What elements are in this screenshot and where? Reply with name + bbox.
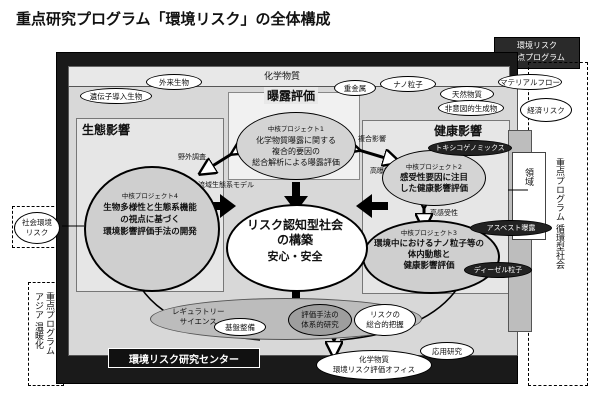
core-project-1-label: 中核プロジェクト1 [267, 125, 325, 133]
arrow-ecology-to-center [204, 194, 236, 218]
oval-alien-species: 外来生物 [146, 74, 202, 90]
right-program-line1: 重点プログラム [554, 158, 564, 221]
oval-infrastructure: 基盤整備 [214, 318, 266, 336]
oval-risk-overview: リスクの 総合的把握 [354, 304, 416, 336]
core-project-3-label: 中核プロジェクト3 [400, 229, 458, 237]
program-label-line1: 環境リスク [517, 41, 557, 50]
oval-heavy-metal: 重金属 [334, 80, 376, 96]
oval-eval-method: 評価手法の 体系的研究 [288, 304, 352, 336]
label-high-sensitivity: 高感受性 [430, 209, 458, 217]
exposure-title: 曝露評価 [264, 87, 319, 104]
oval-eval-method-1: 評価手法の [301, 310, 339, 319]
oval-gmo: 遺伝子導入生物 [80, 88, 152, 104]
core-project-2: 中核プロジェクト2 感受性要因に注目 した健康影響評価 [382, 150, 486, 206]
core-project-3-text: 中核プロジェクト3 環境中におけるナノ粒子等の 体内動態と 健康影響評価 [362, 228, 496, 272]
core-project-1-line2: 複合的要因の [272, 147, 320, 156]
oval-social-risk-1: 社会環境 [22, 218, 52, 227]
label-high-exposure: 高曝露 [370, 167, 391, 175]
oval-material-flow: マテリアルフロー [498, 74, 562, 90]
oval-assessment-office: 化学物質 環境リスク評価オフィス [316, 350, 432, 380]
core-project-1-line1: 化学物質曝露に関する [256, 136, 336, 145]
core-project-4-line1: 生物多様性と生態系機能 [103, 203, 197, 213]
label-complex-effects: 複合影響 [358, 135, 386, 143]
band-label-chemicals: 化学物質 [264, 72, 301, 82]
oval-asbestos: アスベスト曝露 [470, 220, 552, 236]
center-circle [226, 204, 368, 292]
arrow-exposure-to-center [284, 182, 308, 212]
center-line1: リスク認知型社会 [246, 218, 343, 232]
research-center-label: 環境リスク研究センター [108, 348, 260, 368]
oval-applied-research: 応用研究 [420, 342, 474, 360]
core-project-3-line1: 環境中におけるナノ粒子等の [373, 239, 485, 249]
oval-nano: ナノ粒子 [380, 76, 436, 92]
oval-assessment-office-2: 環境リスク評価オフィス [332, 365, 416, 374]
left-program-label: 重点プログラム アジア 温暖化 [32, 292, 54, 382]
core-project-4-line2: の視点に基づく [120, 215, 180, 225]
health-title: 健康影響 [434, 124, 483, 138]
core-project-4 [84, 166, 220, 292]
oval-unintended: 非意図的生成物 [438, 100, 504, 116]
domain-label: 領域 [523, 168, 533, 186]
left-program-line1: 重点プログラム [44, 292, 54, 355]
center-line3: 安心・安全 [267, 250, 323, 263]
left-program-line3: 温暖化 [33, 321, 43, 349]
oval-diesel: ディーゼル粒子 [464, 262, 532, 278]
core-project-1: 中核プロジェクト1 化学物質曝露に関する 複合的要因の 総合解析による曝露評価 [236, 112, 356, 180]
center-line2: の構築 [276, 233, 313, 247]
oval-toxicogenomics: トキシコゲノミックス [428, 140, 512, 156]
oval-risk-overview-1: リスクの [370, 310, 400, 319]
oval-economic-risk: 経済リスク [520, 98, 572, 122]
core-project-3-line3: 健康影響評価 [403, 261, 455, 271]
oval-social-risk-2: リスク [25, 228, 49, 237]
core-project-4-label: 中核プロジェクト4 [121, 192, 179, 200]
label-regulatory: レギュラトリー サイエンス [172, 307, 225, 327]
label-regulatory-2: サイエンス [179, 317, 217, 326]
left-program-line2: アジア [33, 292, 43, 319]
label-watershed-model: 流域生態系モデル [198, 181, 254, 189]
core-project-2-line1: 感受性要因に注目 [399, 172, 468, 183]
oval-assessment-office-1: 化学物質 [359, 355, 389, 364]
arrow-exposure-health [352, 148, 392, 160]
arrow-exposure-ecology [206, 150, 238, 170]
core-project-2-line2: した健康影響評価 [399, 183, 468, 194]
oval-risk-overview-2: 総合的把握 [366, 320, 404, 329]
core-project-4-line3: 環境影響評価手法の開発 [103, 227, 197, 237]
center-text: リスク認知型社会 の構築 安心・安全 [226, 218, 364, 266]
arrow-health-to-center [356, 194, 388, 218]
oval-eval-method-2: 体系的研究 [301, 320, 339, 329]
label-field-survey: 野外調査 [178, 153, 206, 161]
core-project-4-text: 中核プロジェクト4 生物多様性と生態系機能 の視点に基づく 環境影響評価手法の開… [84, 190, 216, 238]
label-regulatory-1: レギュラトリー [172, 307, 225, 316]
right-program-label: 重点プログラム 循環型社会 [553, 158, 565, 269]
ecology-title: 生態影響 [82, 123, 131, 137]
right-program-line2: 循環型社会 [554, 223, 564, 269]
page-title: 重点研究プログラム「環境リスク」の全体構成 [16, 10, 331, 28]
program-label-line2: 重点プログラム [509, 53, 565, 62]
core-project-1-line3: 総合解析による曝露評価 [252, 158, 340, 167]
core-project-3-line2: 体内動態と [407, 250, 451, 260]
oval-social-risk: 社会環境 リスク [14, 212, 60, 244]
core-project-2-label: 中核プロジェクト2 [405, 162, 463, 171]
